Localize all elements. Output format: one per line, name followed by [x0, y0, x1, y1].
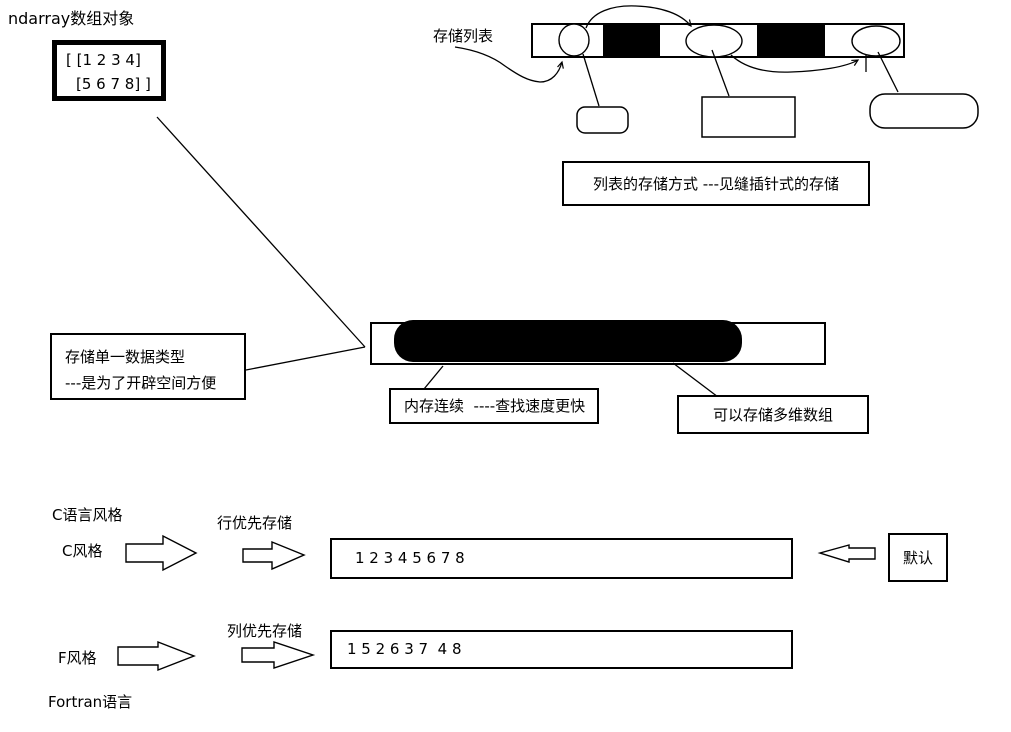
fortran-language-label: Fortran语言 [48, 693, 133, 711]
list-storage-caption: 列表的存储方式 ---见缝插针式的存储 [592, 175, 839, 193]
f-style-block-arrow [117, 640, 196, 672]
slot2-to-slot3-arrow [730, 54, 860, 73]
default-badge-box: 默认 [888, 533, 948, 582]
slot3-pointer-line [877, 51, 899, 93]
occupied-cell-2 [757, 24, 825, 57]
list-slot-ellipse-2 [685, 24, 743, 58]
row-major-block-arrow [242, 540, 306, 571]
array-to-memory-line [156, 116, 366, 348]
element-box-1 [576, 106, 629, 134]
list-slot-ellipse-3 [851, 25, 901, 57]
typenote-to-memory-line [245, 346, 366, 371]
element-box-2 [701, 96, 796, 138]
default-badge-text: 默认 [902, 549, 933, 567]
list-storage-label: 存储列表 [433, 27, 494, 45]
list-memory-bar-group [531, 23, 905, 58]
row-major-label: 行优先存储 [217, 514, 293, 532]
list-slot-circle-1 [558, 23, 590, 57]
page-title: ndarray数组对象 [8, 9, 135, 28]
single-type-note-box: 存储单一数据类型 ---是为了开辟空间方便 [50, 333, 246, 400]
slot1-to-slot2-arrow [585, 5, 692, 29]
multidim-pointer-line [672, 362, 723, 401]
label-to-slot1-arrow [454, 46, 564, 83]
single-type-note-line1: 存储单一数据类型 [65, 348, 186, 366]
f-style-label: F风格 [58, 649, 97, 667]
single-type-note-line2: ---是为了开辟空间方便 [65, 374, 217, 392]
c-order-sequence-box: 1 2 3 4 5 6 7 8 [330, 538, 793, 579]
f-order-sequence-box: 1 5 2 6 3 7 4 8 [330, 630, 793, 669]
list-storage-caption-box: 列表的存储方式 ---见缝插针式的存储 [562, 161, 870, 206]
ndarray-value-box: [ [1 2 3 4] [5 6 7 8] ] [52, 40, 166, 101]
multidim-note-box: 可以存储多维数组 [677, 395, 869, 434]
c-style-label: C风格 [62, 542, 103, 560]
occupied-cell-1 [603, 24, 660, 57]
array-row-1: [ [1 2 3 4] [66, 51, 141, 69]
contiguous-memory-note-box: 内存连续 ----查找速度更快 [389, 388, 599, 424]
slot2-pointer-line [711, 49, 730, 97]
c-language-label: C语言风格 [52, 506, 123, 524]
array-row-2: [5 6 7 8] ] [76, 75, 151, 93]
memorynote-pointer-line [423, 365, 444, 390]
ndarray-data-blob [394, 320, 742, 362]
element-box-3 [869, 93, 979, 129]
slot1-pointer-line [582, 53, 600, 107]
default-left-block-arrow [817, 544, 876, 563]
c-style-block-arrow [125, 534, 198, 572]
col-major-label: 列优先存储 [227, 622, 303, 640]
multidim-note-text: 可以存储多维数组 [712, 406, 833, 424]
col-major-block-arrow [241, 641, 316, 669]
